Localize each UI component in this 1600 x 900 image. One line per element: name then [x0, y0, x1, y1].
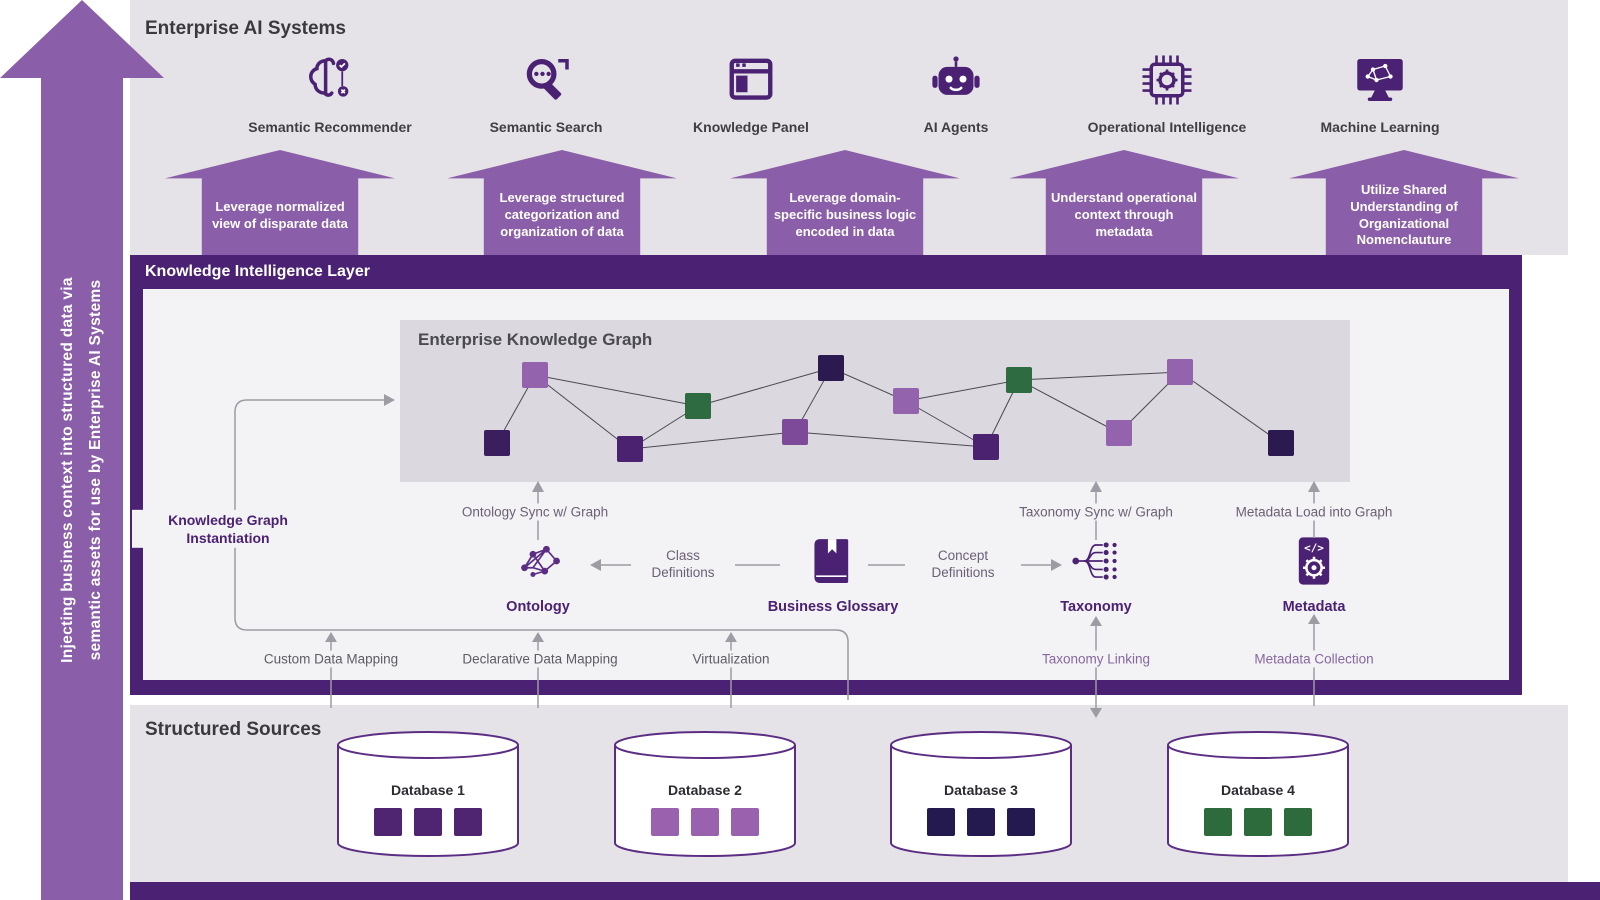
chip-gear-icon: [1057, 50, 1277, 110]
db-color-square: [967, 808, 995, 836]
db-color-square: [1204, 808, 1232, 836]
asset-taxonomy: Taxonomy: [996, 534, 1196, 615]
graph-node: [893, 388, 919, 414]
benefit-arrow-5: Utilize Shared Understanding of Organiza…: [1289, 150, 1519, 255]
graph-node: [617, 436, 643, 462]
asset-metadata: </> Metadata: [1214, 534, 1414, 615]
enterprise-knowledge-graph-box: Enterprise Knowledge Graph: [400, 320, 1350, 482]
structured-sources-title: Structured Sources: [145, 719, 322, 740]
graph-node: [484, 430, 510, 456]
database-cylinder-icon: [614, 731, 796, 857]
taxonomy-linking-label: Taxonomy Linking: [1035, 650, 1157, 668]
benefit-arrow-text: Leverage structured categorization and o…: [499, 190, 625, 239]
graph-node: [685, 393, 711, 419]
class-definitions-label: Class Definitions: [631, 547, 735, 583]
asset-ontology: Ontology: [438, 534, 638, 615]
taxonomy-tree-icon: [996, 534, 1196, 593]
db-color-square: [691, 808, 719, 836]
graph-node: [973, 434, 999, 460]
graph-node: [1268, 430, 1294, 456]
database-label: Database 4: [1221, 782, 1295, 798]
metadata-gear-icon: </>: [1214, 534, 1414, 593]
asset-label: Business Glossary: [767, 599, 899, 615]
database-1: Database 1: [333, 730, 523, 858]
database-data-squares: [1163, 808, 1353, 836]
graph-node: [782, 419, 808, 445]
database-data-squares: [610, 808, 800, 836]
graph-node: [1167, 359, 1193, 385]
database-cylinder-icon: [337, 731, 519, 857]
asset-label: Metadata: [1282, 599, 1346, 615]
metadata-collection-label: Metadata Collection: [1248, 650, 1380, 668]
database-cylinder-icon: [1167, 731, 1349, 857]
left-banner-line-2: semantic assets for use by Enterprise AI…: [87, 279, 104, 661]
database-3: Database 3: [886, 730, 1076, 858]
ai-systems-title: Enterprise AI Systems: [145, 18, 346, 39]
asset-business-glossary: Business Glossary: [733, 534, 933, 615]
ai-system-machine-learning: Machine Learning: [1270, 50, 1490, 135]
bottom-purple-strip: [130, 882, 1600, 900]
semantic-search-icon: [436, 50, 656, 110]
benefit-arrow-text: Understand operational context through m…: [1051, 190, 1197, 239]
db-color-square: [927, 808, 955, 836]
database-data-squares: [333, 808, 523, 836]
taxonomy-sync-label: Taxonomy Sync w/ Graph: [1013, 503, 1179, 521]
ai-system-label: Operational Intelligence: [1087, 119, 1247, 135]
left-banner-text: Injecting business context into structur…: [54, 60, 112, 880]
book-icon: [733, 534, 933, 593]
declarative-mapping-label: Declarative Data Mapping: [456, 650, 624, 668]
ekg-title: Enterprise Knowledge Graph: [418, 330, 653, 349]
db-color-square: [454, 808, 482, 836]
database-data-squares: [886, 808, 1076, 836]
graph-node: [1106, 420, 1132, 446]
graph-node: [1006, 367, 1032, 393]
ai-system-semantic-search: Semantic Search: [436, 50, 656, 135]
db-color-square: [414, 808, 442, 836]
brain-recommender-icon: [220, 50, 440, 110]
robot-icon: [846, 50, 1066, 110]
svg-text:</>: </>: [1304, 542, 1324, 555]
ai-system-semantic-recommender: Semantic Recommender: [220, 50, 440, 135]
ontology-sync-label: Ontology Sync w/ Graph: [455, 503, 615, 521]
kg-instantiation-label: Knowledge Graph Instantiation: [132, 509, 324, 549]
ai-system-label: Semantic Search: [489, 119, 603, 135]
db-color-square: [1007, 808, 1035, 836]
db-color-square: [731, 808, 759, 836]
ai-system-ai-agents: AI Agents: [846, 50, 1066, 135]
benefit-arrow-text: Utilize Shared Understanding of Organiza…: [1350, 181, 1458, 248]
benefit-arrow-text: Leverage normalized view of disparate da…: [212, 198, 348, 231]
knowledge-layer-title: Knowledge Intelligence Layer: [145, 263, 370, 280]
asset-label: Ontology: [506, 599, 570, 615]
db-color-square: [1244, 808, 1272, 836]
ai-system-operational-intelligence: Operational Intelligence: [1057, 50, 1277, 135]
db-color-square: [1284, 808, 1312, 836]
ontology-icon: [438, 534, 638, 593]
database-label: Database 2: [668, 782, 742, 798]
ai-system-label: Semantic Recommender: [248, 119, 412, 135]
concept-definitions-label: Concept Definitions: [905, 547, 1021, 583]
ml-monitor-icon: [1270, 50, 1490, 110]
virtualization-label: Virtualization: [686, 650, 776, 668]
graph-node: [522, 362, 548, 388]
left-banner-arrow: [0, 0, 164, 900]
knowledge-panel-icon: [641, 50, 861, 110]
database-2: Database 2: [610, 730, 800, 858]
database-4: Database 4: [1163, 730, 1353, 858]
ai-system-label: AI Agents: [923, 119, 989, 135]
ai-system-label: Machine Learning: [1320, 119, 1440, 135]
ai-system-knowledge-panel: Knowledge Panel: [641, 50, 861, 135]
db-color-square: [374, 808, 402, 836]
asset-label: Taxonomy: [1060, 599, 1132, 615]
custom-mapping-label: Custom Data Mapping: [257, 650, 405, 668]
db-color-square: [651, 808, 679, 836]
graph-node: [818, 355, 844, 381]
benefit-arrow-text: Leverage domain-specific business logic …: [773, 190, 917, 239]
database-label: Database 3: [944, 782, 1018, 798]
left-banner-line-1: Injecting business context into structur…: [59, 277, 76, 663]
ai-system-label: Knowledge Panel: [693, 119, 809, 135]
database-label: Database 1: [391, 782, 465, 798]
metadata-load-label: Metadata Load into Graph: [1229, 503, 1399, 521]
